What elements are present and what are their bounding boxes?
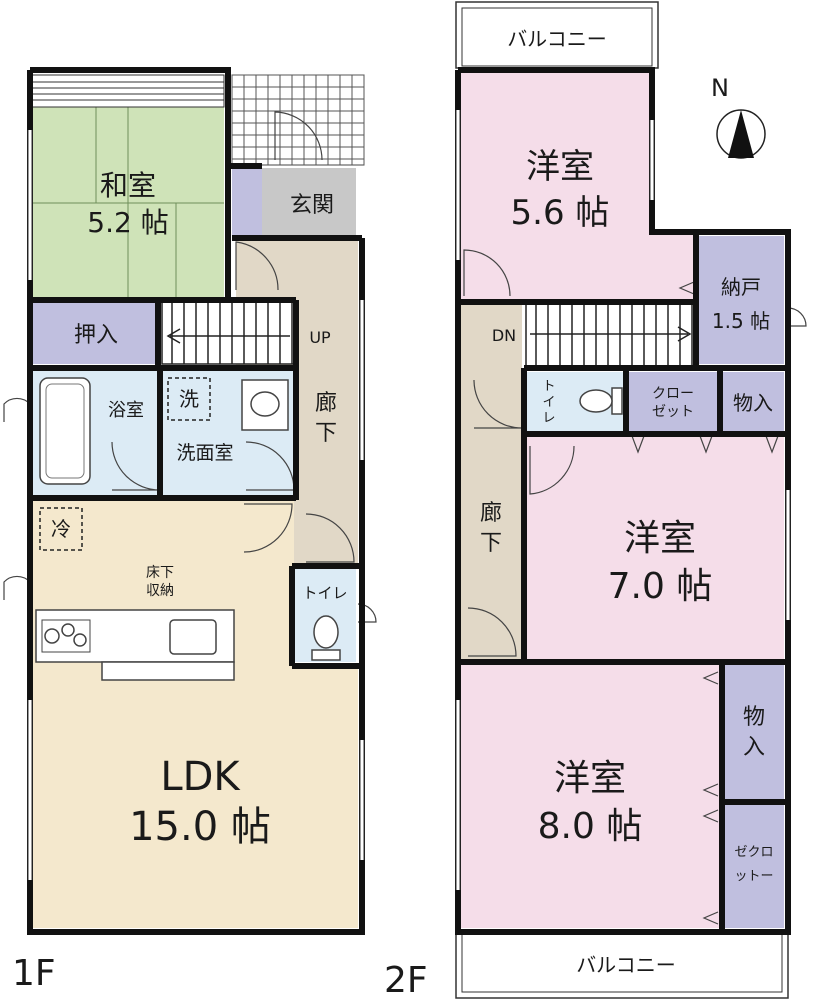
monoire-v-label-a: 物 <box>743 705 765 730</box>
washitsu-size: 5.2 帖 <box>87 206 168 239</box>
room-b-size: 7.0 帖 <box>608 566 713 607</box>
bath-label: 浴室 <box>108 400 144 421</box>
compass-needle <box>728 110 754 158</box>
porch-tiles <box>231 74 365 166</box>
window-lines-1f <box>27 130 365 880</box>
monoire-v-label-b: 入 <box>743 735 765 760</box>
nando-room <box>698 236 784 364</box>
oshiire-closet <box>32 302 157 364</box>
wash-basin <box>241 379 289 431</box>
walls-2f <box>455 67 791 935</box>
floor-1: 和室 5.2 帖 玄関 押入 UP 廊 下 浴室 洗 洗面室 冷 床下 収納 ト… <box>3 67 377 994</box>
bathtub <box>39 377 91 485</box>
room-b <box>526 436 784 660</box>
stairs-up-label: UP <box>309 328 331 347</box>
folding-door-marks <box>631 281 779 925</box>
room-c-name: 洋室 <box>554 758 626 799</box>
porch-grid <box>231 74 365 165</box>
balcony-top-inner <box>461 7 653 67</box>
stairs-arrowhead-1f <box>166 328 181 344</box>
toilet-tank-2f <box>611 387 623 415</box>
washitsu-name: 和室 <box>100 169 156 202</box>
compass: N <box>711 74 766 159</box>
floor2-label: 2F <box>384 960 428 1000</box>
underfloor-label-b: 収納 <box>146 583 174 599</box>
stairs-arrowhead-2f <box>677 326 692 342</box>
oshiire-label: 押入 <box>74 323 118 348</box>
washroom-label: 洗面室 <box>176 442 233 464</box>
balcony-bottom-label: バルコニー <box>576 953 676 977</box>
closet-v <box>724 804 784 928</box>
ldk-name: LDK <box>160 754 241 800</box>
room-a-name: 洋室 <box>526 147 594 187</box>
closet-v-label-a: ゼクロ <box>734 845 773 860</box>
ldk-size: 15.0 帖 <box>129 804 271 850</box>
floor1-label: 1F <box>12 953 56 994</box>
basin-bowl <box>250 391 280 417</box>
toilet-1f-label: トイレ <box>302 584 347 602</box>
hallway-2f-label-a: 廊 <box>480 501 502 526</box>
tatami-lines <box>32 107 224 300</box>
doors-2f <box>463 249 807 657</box>
walls-1f <box>27 67 365 935</box>
room-a <box>460 72 694 300</box>
monoire-2f <box>722 372 784 432</box>
kitchen-bar <box>101 661 235 681</box>
monoire-2f-label: 物入 <box>733 391 773 415</box>
toilet-2f-label-c: レ <box>542 411 555 426</box>
toilet-tank-1f <box>311 649 341 661</box>
underfloor-label-a: 床下 <box>146 565 174 581</box>
toilet-2f-label-b: イ <box>542 395 555 410</box>
balcony-top-label: バルコニー <box>507 27 607 51</box>
genkan-step <box>232 168 262 236</box>
hallway-2f-label-b: 下 <box>480 531 502 556</box>
stairs-down-label: DN <box>492 326 516 345</box>
toilet-2f-label-a: ト <box>542 379 555 394</box>
window-lines-2f <box>455 110 791 890</box>
wash-mark-label: 洗 <box>179 387 199 411</box>
toilet-bowl-2f <box>579 389 613 413</box>
fridge-mark-label: 冷 <box>51 517 71 541</box>
closet-2f-label-b: ゼット <box>652 404 694 420</box>
room-b-name: 洋室 <box>624 518 696 559</box>
monoire-v <box>724 664 784 800</box>
kitchen-sink <box>169 619 217 655</box>
hallway-1f-label-a: 廊 <box>315 391 337 416</box>
closet-v-label-b: ットー <box>734 869 773 884</box>
genkan-label: 玄関 <box>290 193 334 218</box>
room-a-size: 5.6 帖 <box>511 193 610 233</box>
windows-1f <box>28 130 364 880</box>
room-c-size: 8.0 帖 <box>538 806 643 847</box>
balcony-bottom <box>455 931 789 999</box>
bathtub-inner <box>45 383 85 479</box>
windows-2f <box>456 110 790 890</box>
toilet-bowl-1f <box>313 615 339 649</box>
stove-burners <box>44 623 87 647</box>
ldk-room <box>32 500 358 928</box>
stove <box>41 619 91 653</box>
hallway-1f-label-b: 下 <box>315 421 337 446</box>
fridge-space <box>39 507 83 551</box>
floor-2: N バルコニー バルコニー 洋室 5.6 帖 納戸 1.5 帖 DN 廊 下 ト… <box>384 1 807 1000</box>
stair-treads-2f <box>535 304 681 366</box>
nando-name: 納戸 <box>721 275 761 299</box>
room-c <box>460 664 720 928</box>
nando-size: 1.5 帖 <box>712 309 770 333</box>
closet-2f-label-a: クロー <box>652 386 694 402</box>
balcony-top <box>455 1 659 69</box>
engawa-stripes <box>31 74 225 108</box>
hallway-2f <box>460 304 522 660</box>
washer-space <box>167 377 211 421</box>
stairs-1f <box>161 301 295 365</box>
compass-north: N <box>711 74 729 102</box>
closet-2f <box>628 372 718 432</box>
stairs-2f <box>525 303 693 367</box>
